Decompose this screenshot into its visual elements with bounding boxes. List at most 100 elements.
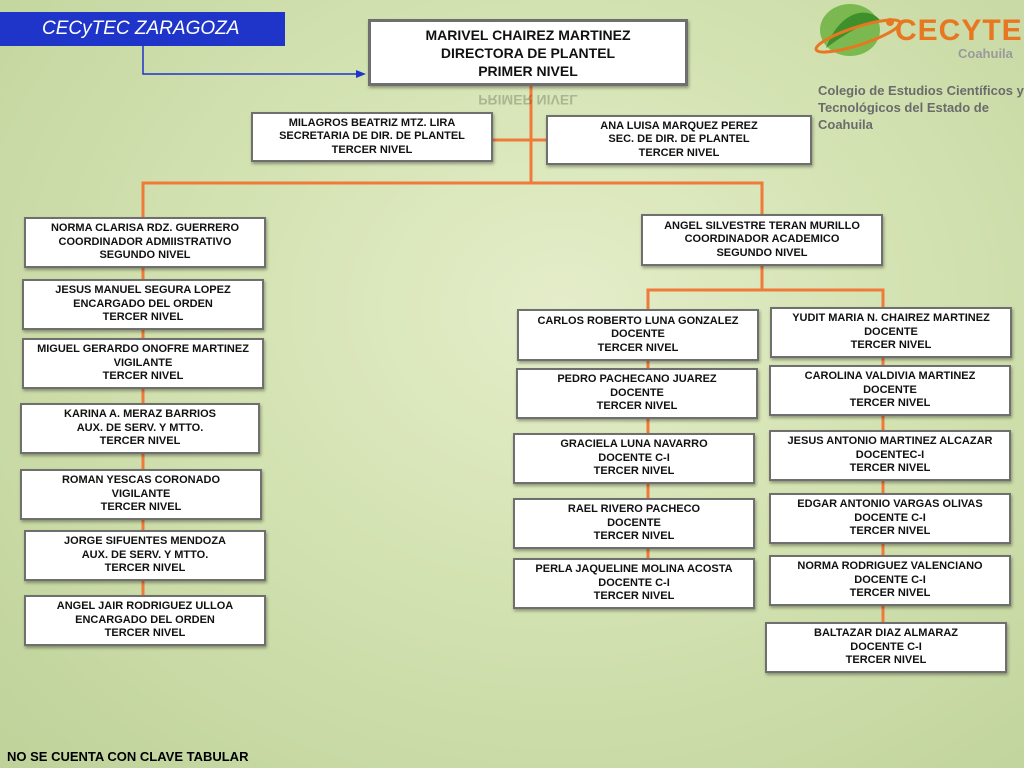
- node-level: TERCER NIVEL: [331, 143, 413, 156]
- node-level: TERCER NIVEL: [102, 370, 184, 383]
- node-level: SEGUNDO NIVEL: [99, 249, 191, 262]
- node-name: JESUS ANTONIO MARTINEZ ALCAZAR: [787, 435, 993, 448]
- director-name: MARIVEL CHAIREZ MARTINEZ: [425, 26, 631, 43]
- school-title-box: CECyTEC ZARAGOZA: [0, 12, 285, 46]
- node-level: TERCER NIVEL: [104, 562, 186, 575]
- node-level: TERCER NIVEL: [849, 525, 931, 538]
- node-role: SECRETARIA DE DIR. DE PLANTEL: [279, 130, 465, 143]
- teacher-node: BALTAZAR DIAZ ALMARAZ DOCENTE C-I TERCER…: [765, 622, 1007, 673]
- node-role: DOCENTE: [863, 383, 917, 396]
- node-name: ANGEL SILVESTRE TERAN MURILLO: [664, 219, 860, 232]
- node-role: DOCENTE C-I: [854, 511, 926, 524]
- node-name: NORMA CLARISA RDZ. GUERRERO: [50, 222, 239, 235]
- logo-institution-line-1: Colegio de Estudios Científicos y: [818, 83, 1024, 98]
- node-name: CARLOS ROBERTO LUNA GONZALEZ: [537, 314, 739, 327]
- node-role: SEC. DE DIR. DE PLANTEL: [608, 133, 750, 146]
- node-level: TERCER NIVEL: [597, 341, 679, 354]
- node-role: DOCENTE: [864, 325, 918, 338]
- node-level: TERCER NIVEL: [99, 435, 181, 448]
- teacher-node: RAEL RIVERO PACHECO DOCENTE TERCER NIVEL: [513, 498, 755, 549]
- node-level: TERCER NIVEL: [593, 530, 675, 543]
- node-role: DOCENTE: [610, 386, 664, 399]
- director-level-reflection: PRIMER NIVEL: [478, 92, 578, 108]
- node-level: TERCER NIVEL: [104, 627, 186, 640]
- node-name: RAEL RIVERO PACHECO: [567, 503, 701, 516]
- node-role: DOCENTE: [607, 516, 661, 529]
- title-pointer-line: [142, 46, 358, 75]
- admin-staff-node: ANGEL JAIR RODRIGUEZ ULLOA ENCARGADO DEL…: [24, 595, 266, 646]
- node-name: CAROLINA VALDIVIA MARTINEZ: [804, 370, 976, 383]
- node-level: TERCER NIVEL: [596, 400, 678, 413]
- node-name: NORMA RODRIGUEZ VALENCIANO: [797, 560, 983, 573]
- node-name: BALTAZAR DIAZ ALMARAZ: [814, 627, 958, 640]
- teacher-node: CAROLINA VALDIVIA MARTINEZ DOCENTE TERCE…: [769, 365, 1011, 416]
- node-name: KARINA A. MERAZ BARRIOS: [64, 408, 216, 421]
- node-level: TERCER NIVEL: [849, 587, 931, 600]
- node-role: DOCENTE C-I: [598, 576, 670, 589]
- admin-staff-node: KARINA A. MERAZ BARRIOS AUX. DE SERV. Y …: [20, 403, 260, 454]
- cecyte-logo-icon: [814, 4, 902, 56]
- teacher-node: GRACIELA LUNA NAVARRO DOCENTE C-I TERCER…: [513, 433, 755, 484]
- node-level: TERCER NIVEL: [638, 146, 720, 159]
- teacher-node: CARLOS ROBERTO LUNA GONZALEZ DOCENTE TER…: [517, 309, 759, 361]
- teacher-node: YUDIT MARIA N. CHAIREZ MARTINEZ DOCENTE …: [770, 307, 1012, 358]
- node-name: GRACIELA LUNA NAVARRO: [560, 438, 708, 451]
- node-level: TERCER NIVEL: [593, 465, 675, 478]
- admin-staff-node: JORGE SIFUENTES MENDOZA AUX. DE SERV. Y …: [24, 530, 266, 581]
- secretary-node: ANA LUISA MARQUEZ PEREZ SEC. DE DIR. DE …: [546, 115, 812, 165]
- logo-institution-line-2: Tecnológicos del Estado de Coahuila: [818, 100, 989, 132]
- title-pointer-arrowhead: [356, 70, 366, 78]
- node-level: TERCER NIVEL: [102, 311, 184, 324]
- node-name: MIGUEL GERARDO ONOFRE MARTINEZ: [37, 343, 249, 356]
- director-level: PRIMER NIVEL: [478, 62, 578, 79]
- node-level: TERCER NIVEL: [100, 501, 182, 514]
- logo-institution: Colegio de Estudios Científicos y Tecnol…: [818, 82, 1024, 133]
- node-role: AUX. DE SERV. Y MTTO.: [76, 421, 204, 434]
- node-level: TERCER NIVEL: [845, 654, 927, 667]
- admin-staff-node: ROMAN YESCAS CORONADO VIGILANTE TERCER N…: [20, 469, 262, 520]
- node-role: DOCENTE C-I: [854, 573, 926, 586]
- node-name: JORGE SIFUENTES MENDOZA: [64, 535, 226, 548]
- node-role: VIGILANTE: [113, 356, 173, 369]
- node-level: TERCER NIVEL: [849, 462, 931, 475]
- admin-coordinator-node: NORMA CLARISA RDZ. GUERRERO COORDINADOR …: [24, 217, 266, 268]
- node-name: JESUS MANUEL SEGURA LOPEZ: [55, 284, 231, 297]
- node-name: ANGEL JAIR RODRIGUEZ ULLOA: [56, 600, 234, 613]
- node-name: PERLA JAQUELINE MOLINA ACOSTA: [535, 563, 733, 576]
- node-role: DOCENTE C-I: [598, 451, 670, 464]
- node-role: COORDINADOR ADMIISTRATIVO: [58, 235, 232, 248]
- node-role: VIGILANTE: [111, 487, 171, 500]
- node-role: AUX. DE SERV. Y MTTO.: [81, 548, 209, 561]
- node-name: MILAGROS BEATRIZ MTZ. LIRA: [288, 116, 456, 129]
- node-role: ENCARGADO DEL ORDEN: [75, 613, 215, 626]
- node-level: TERCER NIVEL: [850, 339, 932, 352]
- node-level: TERCER NIVEL: [593, 590, 675, 603]
- node-role: DOCENTE: [611, 328, 665, 341]
- node-role: ENCARGADO DEL ORDEN: [73, 297, 213, 310]
- node-role: DOCENTEC-I: [855, 448, 925, 461]
- admin-staff-node: MIGUEL GERARDO ONOFRE MARTINEZ VIGILANTE…: [22, 338, 264, 389]
- teacher-node: PEDRO PACHECANO JUAREZ DOCENTE TERCER NI…: [516, 368, 758, 419]
- teacher-node: NORMA RODRIGUEZ VALENCIANO DOCENTE C-I T…: [769, 555, 1011, 606]
- node-level: TERCER NIVEL: [849, 397, 931, 410]
- admin-staff-node: JESUS MANUEL SEGURA LOPEZ ENCARGADO DEL …: [22, 279, 264, 330]
- school-title: CECyTEC ZARAGOZA: [42, 18, 240, 39]
- footer-note: NO SE CUENTA CON CLAVE TABULAR: [7, 749, 249, 764]
- teacher-node: PERLA JAQUELINE MOLINA ACOSTA DOCENTE C-…: [513, 558, 755, 609]
- node-name: ANA LUISA MARQUEZ PEREZ: [600, 119, 758, 132]
- node-name: ROMAN YESCAS CORONADO: [61, 474, 221, 487]
- director-node: MARIVEL CHAIREZ MARTINEZ DIRECTORA DE PL…: [368, 19, 688, 86]
- teacher-node: JESUS ANTONIO MARTINEZ ALCAZAR DOCENTEC-…: [769, 430, 1011, 481]
- node-name: EDGAR ANTONIO VARGAS OLIVAS: [797, 498, 983, 511]
- node-name: YUDIT MARIA N. CHAIREZ MARTINEZ: [792, 312, 990, 325]
- teacher-node: EDGAR ANTONIO VARGAS OLIVAS DOCENTE C-I …: [769, 493, 1011, 544]
- logo-subtitle: Coahuila: [958, 46, 1013, 61]
- node-role: COORDINADOR ACADEMICO: [684, 233, 840, 246]
- academic-coordinator-node: ANGEL SILVESTRE TERAN MURILLO COORDINADO…: [641, 214, 883, 266]
- director-role: DIRECTORA DE PLANTEL: [440, 44, 616, 61]
- node-level: SEGUNDO NIVEL: [716, 246, 808, 259]
- secretary-node: MILAGROS BEATRIZ MTZ. LIRA SECRETARIA DE…: [251, 112, 493, 162]
- logo-word: CECYTE: [895, 14, 1023, 47]
- node-role: DOCENTE C-I: [850, 640, 922, 653]
- node-name: PEDRO PACHECANO JUAREZ: [557, 373, 717, 386]
